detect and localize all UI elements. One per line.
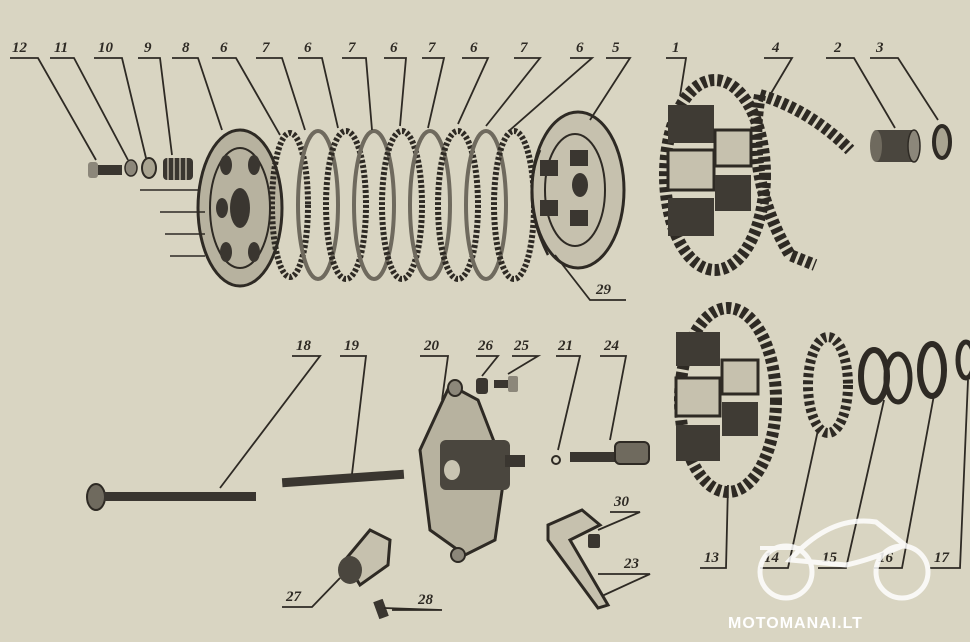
label-7a: 7 — [262, 40, 270, 56]
part-19-push-rod — [281, 469, 405, 488]
part-21-ball — [551, 455, 561, 465]
label-20: 20 — [423, 338, 440, 354]
label-26: 26 — [477, 338, 494, 354]
label-21: 21 — [557, 338, 573, 354]
part-9-spring — [163, 158, 193, 180]
part-10-washer — [141, 157, 157, 179]
part-3-thrust-washer — [932, 124, 952, 160]
part-5-clutch-hub — [530, 110, 626, 270]
label-17: 17 — [934, 550, 950, 566]
part-14-sprocket — [803, 332, 853, 438]
label-4: 4 — [771, 40, 780, 56]
label-25: 25 — [513, 338, 530, 354]
label-27: 27 — [285, 589, 302, 605]
leader-lines — [10, 57, 969, 611]
label-3: 3 — [875, 40, 884, 56]
label-6a: 6 — [220, 40, 228, 56]
part-24-adjuster-screw — [570, 441, 650, 465]
watermark-text: MOTOMANAI.LT — [728, 615, 863, 632]
label-5: 5 — [612, 40, 620, 56]
part-20-release-lever — [418, 379, 525, 563]
part-8-pressure-plate — [196, 128, 284, 288]
label-29: 29 — [595, 282, 612, 298]
part-23-bracket — [546, 508, 611, 610]
label-8: 8 — [182, 40, 190, 56]
watermark-logo — [757, 518, 931, 601]
part-11-washer — [124, 159, 138, 177]
assembly-arrows — [140, 189, 205, 257]
part-1-clutch-basket — [659, 74, 771, 276]
part-2-bushing — [870, 129, 921, 163]
part-16-ring — [917, 341, 947, 399]
label-28: 28 — [417, 592, 434, 608]
label-11: 11 — [54, 40, 68, 56]
label-1: 1 — [672, 40, 680, 56]
part-30-screw — [588, 534, 600, 548]
label-19: 19 — [344, 338, 360, 354]
label-18: 18 — [296, 338, 312, 354]
part-15b-ring — [883, 351, 913, 405]
label-6e: 6 — [576, 40, 584, 56]
label-2: 2 — [833, 40, 842, 56]
label-9: 9 — [144, 40, 152, 56]
part-4-drive-chain — [750, 89, 855, 271]
label-30: 30 — [613, 494, 630, 510]
part-12-bolt — [88, 162, 122, 178]
label-24: 24 — [603, 338, 620, 354]
label-7d: 7 — [520, 40, 528, 56]
label-10: 10 — [98, 40, 114, 56]
label-12: 12 — [12, 40, 28, 56]
part-29-circlip — [530, 149, 550, 256]
label-7c: 7 — [428, 40, 436, 56]
label-23: 23 — [623, 556, 640, 572]
part-26-screw — [476, 378, 488, 394]
part-17-ring — [955, 339, 970, 381]
label-13: 13 — [704, 550, 720, 566]
label-6b: 6 — [304, 40, 312, 56]
part-25-screw — [494, 376, 518, 392]
label-6c: 6 — [390, 40, 398, 56]
part-27-lever — [338, 528, 392, 588]
label-7b: 7 — [348, 40, 356, 56]
part-18-push-rod — [86, 483, 256, 511]
label-6d: 6 — [470, 40, 478, 56]
part-28-pin — [373, 598, 389, 620]
